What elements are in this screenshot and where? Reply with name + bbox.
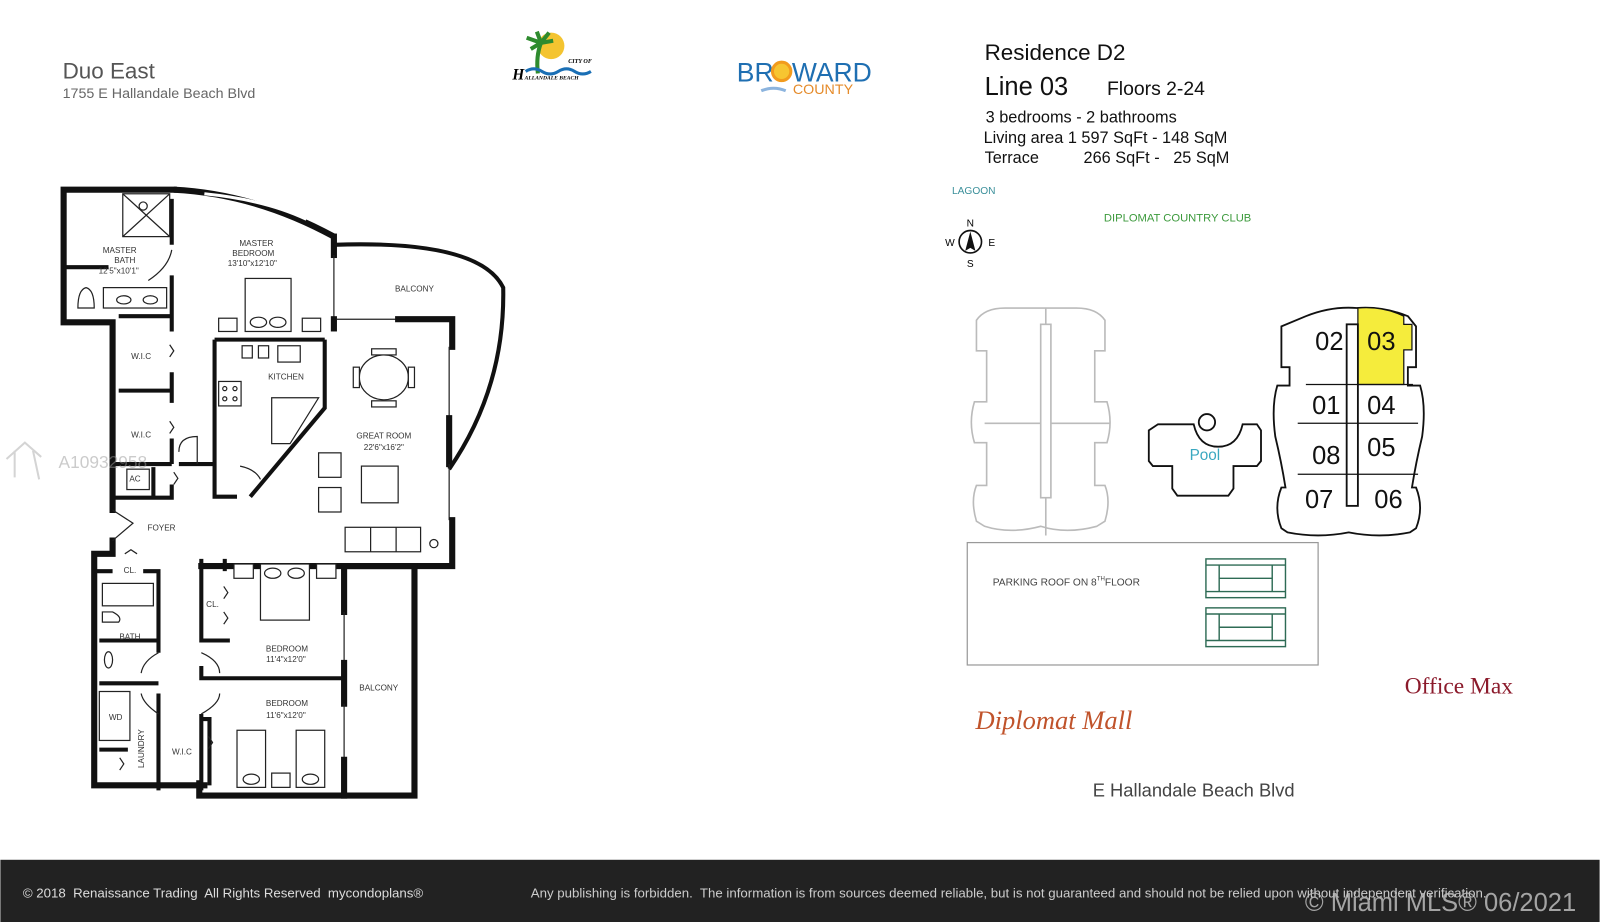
unit-01[interactable]: 01 <box>1312 392 1340 420</box>
residence-terrace-label: Terrace <box>985 149 1039 167</box>
street-label: E Hallandale Beach Blvd <box>1093 780 1295 801</box>
diplomat-mall-label: Diplomat Mall <box>975 705 1133 735</box>
compass-w: W <box>945 238 955 249</box>
residence-info: Residence D2 Line 03 Floors 2-24 3 bedro… <box>984 40 1230 167</box>
building-unit-map: 02 03 01 04 08 05 07 06 <box>1272 306 1425 537</box>
room-label: MASTER <box>103 246 137 255</box>
highlighted-unit-03[interactable] <box>1357 307 1413 386</box>
parking-roof-area: PARKING ROOF ON 8THFLOOR <box>966 541 1319 666</box>
room-dimensions: 13'10"x12'10" <box>228 259 277 268</box>
logo-text: ALLANDALE BEACH <box>524 76 580 82</box>
adjacent-building-outline <box>970 307 1111 536</box>
broward-county-logo: BR WARD COUNTY <box>737 58 872 98</box>
room-label: LAUNDRY <box>137 729 146 768</box>
residence-terrace-value: 266 SqFt - 25 SqM <box>1084 149 1230 167</box>
hallandale-beach-logo: CITY OF H ALLANDALE BEACH <box>511 30 592 84</box>
unit-03[interactable]: 03 <box>1367 328 1395 356</box>
room-dimensions: 11'6"x12'0" <box>266 711 306 720</box>
room-label: BATH <box>119 632 140 641</box>
room-label: CL. <box>124 566 137 575</box>
room-label: BEDROOM <box>266 645 308 654</box>
house-watermark-icon <box>5 441 42 480</box>
pool-label: Pool <box>1190 447 1221 464</box>
room-label: W.I.C <box>131 352 151 361</box>
unit-04[interactable]: 04 <box>1367 392 1395 420</box>
unit-02[interactable]: 02 <box>1315 328 1343 356</box>
residence-rooms: 3 bedrooms - 2 bathrooms <box>986 108 1177 126</box>
building-address: 1755 E Hallandale Beach Blvd <box>63 86 256 102</box>
room-dimensions: 22'6"x16'2" <box>364 443 404 452</box>
room-dimensions: 12'5"x10'1" <box>99 266 139 275</box>
room-label: GREAT ROOM <box>356 432 411 441</box>
footer-copyright: © 2018 Renaissance Trading All Rights Re… <box>23 886 424 901</box>
tennis-court-icon <box>1205 558 1287 648</box>
room-label: AC <box>129 474 140 483</box>
compass-e: E <box>988 238 995 249</box>
logo-text: CITY OF <box>568 59 592 65</box>
compass-s: S <box>967 259 974 270</box>
lagoon-label: LAGOON <box>952 186 996 197</box>
room-dimensions: 11'4"x12'0" <box>266 655 306 664</box>
room-label: KITCHEN <box>268 372 304 381</box>
room-label: BATH <box>114 256 135 265</box>
pool-area: Pool <box>1147 413 1262 497</box>
parking-text-2: FLOOR <box>1105 577 1140 588</box>
room-label: WD <box>109 713 123 722</box>
listing-watermark: A10932958 <box>5 441 148 480</box>
room-label: BALCONY <box>395 285 434 294</box>
unit-07[interactable]: 07 <box>1305 486 1333 514</box>
mls-watermark: © Miami MLS® 06/2021 <box>1305 889 1576 917</box>
room-label: MASTER <box>239 239 273 248</box>
compass-icon: N W E S <box>945 218 995 270</box>
logo-text: WARD <box>792 58 872 88</box>
parking-sup: TH <box>1097 575 1105 582</box>
compass-n: N <box>967 218 974 229</box>
unit-floor-plan: MASTER BATH 12'5"x10'1" MASTER BEDROOM 1… <box>60 186 506 799</box>
room-label: CL. <box>206 600 219 609</box>
logo-text: BR <box>737 58 774 88</box>
unit-06[interactable]: 06 <box>1374 486 1402 514</box>
room-label: BEDROOM <box>232 249 274 258</box>
building-name: Duo East <box>63 59 156 84</box>
footer-bar <box>0 859 1600 922</box>
room-label: BALCONY <box>359 683 398 692</box>
parking-text: PARKING ROOF ON 8 <box>993 577 1097 588</box>
unit-08[interactable]: 08 <box>1312 442 1340 470</box>
room-label: BEDROOM <box>266 699 308 708</box>
residence-floors: Floors 2-24 <box>1107 78 1205 100</box>
residence-living-area: Living area 1 597 SqFt - 148 SqM <box>984 129 1228 147</box>
logo-text: COUNTY <box>793 82 854 98</box>
country-club-label: DIPLOMAT COUNTRY CLUB <box>1104 212 1251 224</box>
room-label: W.I.C <box>172 748 192 757</box>
logo-initial: H <box>511 67 525 84</box>
residence-line: Line 03 <box>985 73 1069 101</box>
footer-disclaimer: Any publishing is forbidden. The informa… <box>531 886 1487 901</box>
room-label: W.I.C <box>131 431 151 440</box>
unit-05[interactable]: 05 <box>1367 434 1395 462</box>
room-label: FOYER <box>148 523 176 532</box>
residence-title: Residence D2 <box>985 40 1126 65</box>
office-max-label: Office Max <box>1405 674 1514 700</box>
svg-text:PARKING ROOF ON 8THFLOOR: PARKING ROOF ON 8THFLOOR <box>993 575 1140 588</box>
listing-id-watermark: A10932958 <box>59 452 148 472</box>
